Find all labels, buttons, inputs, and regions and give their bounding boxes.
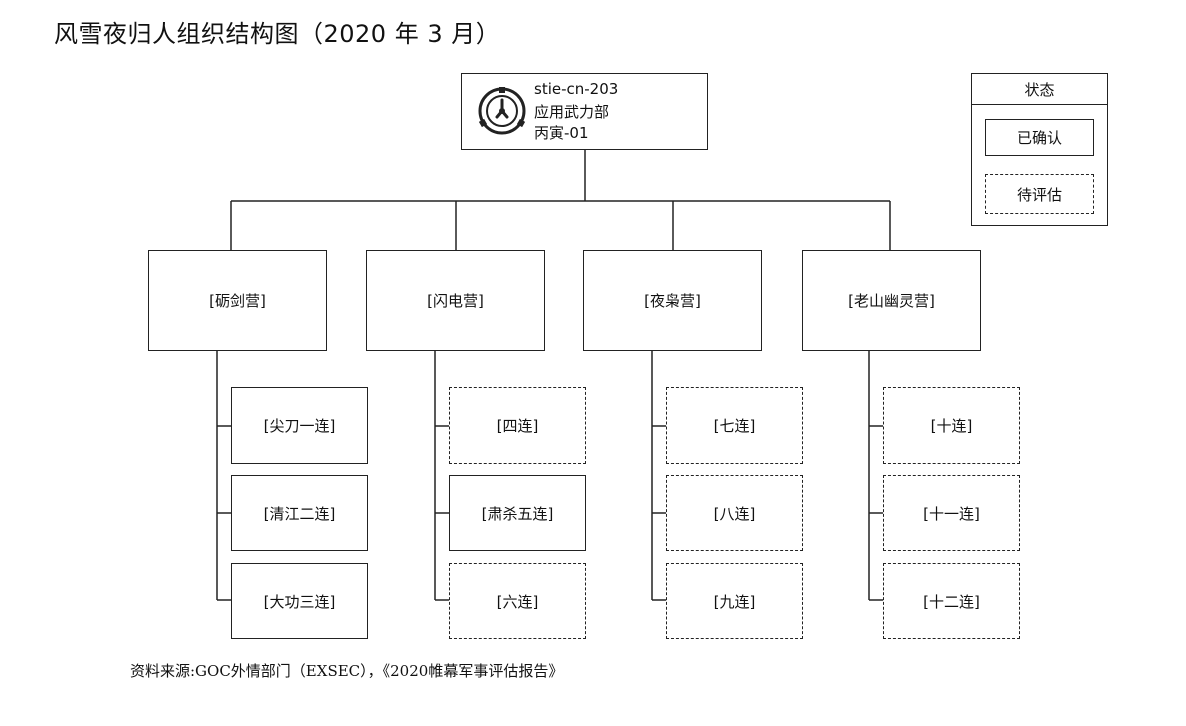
battalion-node-4: [老山幽灵营]: [802, 250, 981, 351]
scp-foundation-logo-icon: [478, 87, 526, 135]
hq-designation: 丙寅-01: [534, 124, 589, 142]
company-node: [大功三连]: [231, 563, 368, 639]
company-node: [六连]: [449, 563, 586, 639]
company-node: [八连]: [666, 475, 803, 551]
company-node: [尖刀一连]: [231, 387, 368, 464]
battalion-node-2: [闪电营]: [366, 250, 545, 351]
battalion-node-1: [砺剑营]: [148, 250, 327, 351]
company-node: [十一连]: [883, 475, 1020, 551]
battalion-node-3: [夜枭营]: [583, 250, 762, 351]
company-node: [四连]: [449, 387, 586, 464]
company-node: [十二连]: [883, 563, 1020, 639]
company-node: [十连]: [883, 387, 1020, 464]
legend-pending: 待评估: [985, 174, 1094, 214]
page-title: 风雪夜归人组织结构图（2020 年 3 月）: [54, 20, 501, 48]
company-node: [清江二连]: [231, 475, 368, 551]
company-node: [九连]: [666, 563, 803, 639]
company-node: [七连]: [666, 387, 803, 464]
legend-header: 状态: [972, 74, 1107, 105]
hq-department: 应用武力部: [534, 103, 610, 121]
legend-confirmed: 已确认: [985, 119, 1094, 156]
hq-node: stie-cn-203 应用武力部 丙寅-01: [461, 73, 708, 150]
hq-code: stie-cn-203: [534, 80, 619, 98]
source-note: 资料来源:GOC外情部门（EXSEC），《2020帷幕军事评估报告》: [130, 662, 564, 680]
company-node: [肃杀五连]: [449, 475, 586, 551]
status-legend: 状态 已确认 待评估: [971, 73, 1108, 226]
